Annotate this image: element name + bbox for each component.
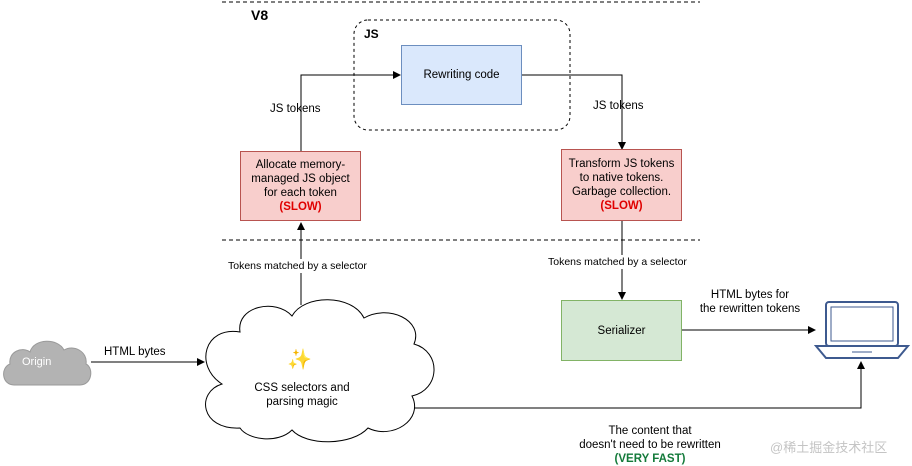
arrow-rewriting-to-transform bbox=[522, 74, 626, 150]
tokens-matched-left-label: Tokens matched by a selector bbox=[228, 259, 367, 273]
transform-line-3: Garbage collection. bbox=[571, 186, 672, 198]
rewriting-code-label: Rewriting code bbox=[423, 69, 500, 81]
arrow-bypass-to-laptop bbox=[398, 361, 865, 409]
transform-line-1: Transform JS tokens bbox=[568, 158, 675, 170]
js-label: JS bbox=[364, 27, 379, 41]
allocate-memory-box: Allocate memory- managed JS object for e… bbox=[240, 151, 361, 221]
allocate-line-1: Allocate memory- bbox=[255, 159, 346, 171]
laptop-icon bbox=[813, 301, 911, 359]
watermark: @稀土掘金技术社区 bbox=[770, 440, 888, 455]
processing-cloud bbox=[205, 299, 435, 443]
origin-label: Origin bbox=[22, 356, 52, 368]
v8-label: V8 bbox=[251, 7, 269, 23]
allocate-slow-label: (SLOW) bbox=[279, 201, 322, 213]
html-bytes-rewritten-line-1: HTML bytes for bbox=[710, 289, 790, 301]
js-tokens-left-label: JS tokens bbox=[270, 103, 321, 115]
css-selectors-label: CSS selectors and parsing magic bbox=[246, 381, 358, 409]
js-tokens-right-label: JS tokens bbox=[593, 100, 644, 112]
transform-line-2: to native tokens. bbox=[579, 172, 664, 184]
content-line-1: The content that bbox=[608, 425, 692, 437]
rewriting-code-box: Rewriting code bbox=[401, 45, 522, 105]
html-bytes-rewritten-line-2: the rewritten tokens bbox=[699, 303, 801, 315]
unchanged-content-label: The content that doesn't need to be rewr… bbox=[570, 424, 730, 466]
very-fast-label: (VERY FAST) bbox=[614, 453, 686, 465]
serializer-label: Serializer bbox=[597, 324, 646, 337]
cloud-icon bbox=[3, 340, 92, 386]
css-line-2: parsing magic bbox=[266, 396, 338, 408]
tokens-matched-right-label: Tokens matched by a selector bbox=[548, 255, 687, 269]
sparkles-icon: ✨ bbox=[287, 349, 312, 371]
allocate-line-2: managed JS object bbox=[251, 173, 350, 185]
html-bytes-label: HTML bytes bbox=[104, 346, 166, 358]
html-bytes-rewritten-label: HTML bytes for the rewritten tokens bbox=[690, 288, 810, 316]
allocate-line-3: for each token bbox=[264, 187, 337, 199]
serializer-box: Serializer bbox=[561, 300, 682, 361]
arrow-allocate-to-rewriting bbox=[300, 71, 401, 151]
transform-tokens-box: Transform JS tokens to native tokens. Ga… bbox=[561, 149, 682, 221]
transform-slow-label: (SLOW) bbox=[600, 200, 643, 212]
content-line-2: doesn't need to be rewritten bbox=[579, 439, 721, 451]
css-line-1: CSS selectors and bbox=[254, 382, 350, 394]
